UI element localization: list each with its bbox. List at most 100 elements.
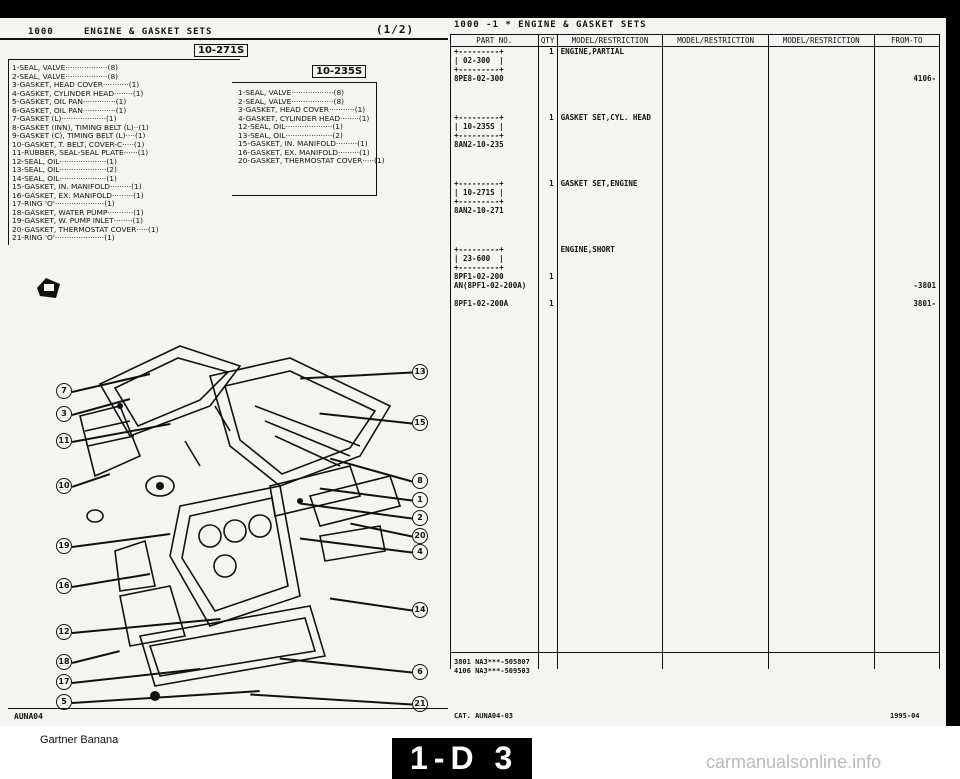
set235-item: 16-GASKET, EX. MANIFOLD·········(1) [238, 147, 370, 157]
callout-6: 6 [412, 664, 428, 680]
callout-15: 15 [412, 415, 428, 431]
callout-21: 21 [412, 696, 428, 712]
callout-8: 8 [412, 473, 428, 489]
set-235s-list: 1-SEAL, VALVE··················(8)2-SEAL… [238, 88, 385, 166]
catalog-page: 1000 ENGINE & GASKET SETS (1/2) 10-271S … [0, 18, 946, 726]
set271-item: 15-GASKET, IN. MANIFOLD·········(1) [12, 182, 142, 191]
set271-item: 10-GASKET, T. BELT, COVER-C·····(1) [12, 139, 145, 149]
left-header-title: ENGINE & GASKET SETS [84, 27, 213, 37]
cell-model-2 [662, 178, 769, 245]
site-watermark: carmanualsonline.info [706, 752, 882, 772]
cell-from-to: -3801 3801- [873, 244, 941, 669]
set235-item: 3-GASKET, HEAD COVER···········(1) [238, 105, 366, 114]
date-code: 1995-04 [890, 712, 920, 720]
table-row: +---------+ | 10-271S | +---------+ 8AN2… [450, 178, 941, 245]
table-row: +---------+ | 02-300 | +---------+ 8PE8-… [450, 46, 941, 113]
callout-13: 13 [412, 364, 428, 380]
set271-item: 6-GASKET, OIL PAN··············(1) [12, 105, 127, 115]
cell-model-2 [662, 46, 769, 113]
table-row: +---------+ | 10-235S | +---------+ 8AN2… [450, 112, 941, 179]
cell-model-3 [767, 112, 875, 179]
callout-11: 11 [56, 433, 72, 449]
set235-item: 12-SEAL, OIL····················(1) [238, 122, 343, 131]
parts-list-panel: 1000 -1 * ENGINE & GASKET SETS PART NO. … [450, 18, 946, 726]
table-bottom-rule [450, 652, 940, 653]
cell-description: ENGINE,SHORT [556, 244, 664, 669]
set271-item: 19-GASKET, W. PUMP INLET········(1) [12, 216, 144, 225]
page-label: 1-D 3 [410, 740, 519, 776]
set271-item: 7-GASKET (L)···················(1) [12, 114, 117, 123]
callout-4: 4 [412, 544, 428, 560]
table-row: +---------+ | 23-600 | +---------+ 8PF1-… [450, 244, 941, 669]
parts-table: PART NO. QTY MODEL/RESTRICTION MODEL/RES… [450, 34, 941, 669]
bottom-rule [8, 708, 448, 709]
callout-17: 17 [56, 674, 72, 690]
engine-icon [37, 278, 60, 298]
callout-5: 5 [56, 694, 72, 710]
set235-item: 4-GASKET, CYLINDER HEAD········(1) [238, 113, 370, 123]
cell-description: GASKET SET,ENGINE [556, 178, 664, 245]
col-part-no: PART NO. [450, 34, 539, 47]
set-235s-box [232, 82, 377, 196]
illustration-panel: 1000 ENGINE & GASKET SETS (1/2) 10-271S … [0, 18, 448, 726]
cell-model-2 [662, 244, 769, 669]
callout-20: 20 [412, 528, 428, 544]
callout-7: 7 [56, 383, 72, 399]
set-271s-list: 1-SEAL, VALVE··················(8)2-SEAL… [12, 63, 159, 243]
set235-item: 1-SEAL, VALVE··················(8) [238, 88, 345, 97]
set271-item: 1-SEAL, VALVE··················(8) [12, 63, 119, 72]
callout-10: 10 [56, 478, 72, 494]
cell-description: ENGINE,PARTIAL [556, 46, 664, 113]
cell-qty: 1 [537, 46, 558, 113]
cell-part-no: +---------+ | 23-600 | +---------+ 8PF1-… [450, 244, 539, 669]
set271-item: 18-GASKET, WATER PUMP···········(1) [12, 207, 144, 217]
callout-1: 1 [412, 492, 428, 508]
doc-code: AUNA04 [14, 712, 43, 721]
cell-from-to: 4106- [873, 46, 941, 113]
set271-item: 2-SEAL, VALVE··················(8) [12, 71, 119, 81]
set271-item: 13-SEAL, OIL····················(2) [12, 165, 117, 174]
note-1: 3801 NA3***-505807 [454, 658, 530, 666]
cell-part-no: +---------+ | 10-235S | +---------+ 8AN2… [450, 112, 539, 179]
set271-item: 17-RING 'O'·····················(1) [12, 199, 115, 208]
parts-table-body: +---------+ | 02-300 | +---------+ 8PE8-… [450, 46, 941, 669]
right-header: 1000 -1 * ENGINE & GASKET SETS [454, 20, 647, 30]
cell-part-no: +---------+ | 10-271S | +---------+ 8AN2… [450, 178, 539, 245]
col-model-1: MODEL/RESTRICTION [556, 34, 664, 47]
cell-model-3 [767, 244, 875, 669]
set271-item: 3-GASKET, HEAD COVER···········(1) [12, 80, 140, 89]
cell-qty: 1 1 [537, 244, 558, 669]
set235-item: 13-SEAL, OIL····················(2) [238, 130, 343, 140]
cell-from-to [873, 112, 941, 179]
callout-16: 16 [56, 578, 72, 594]
note-2: 4106 NA3***-509503 [454, 667, 530, 675]
bracket-left [8, 59, 9, 245]
page-label-box: 1-D 3 [392, 738, 532, 779]
callout-18: 18 [56, 654, 72, 670]
watermark-text: Gartner Banana [40, 734, 119, 746]
set235-item: 20-GASKET, THERMOSTAT COVER·····(1) [238, 156, 385, 165]
cat-code: CAT. AUNA04-03 [454, 712, 514, 720]
set271-item: 11-RUBBER, SEAL-SEAL PLATE······(1) [12, 148, 149, 157]
cell-model-3 [767, 46, 875, 113]
set271-item: 16-GASKET, EX. MANIFOLD·········(1) [12, 190, 144, 200]
cell-qty: 1 [537, 178, 558, 245]
set271-item: 20-GASKET, THERMOSTAT COVER·····(1) [12, 224, 159, 234]
set-label-235s: 10-235S [312, 65, 367, 78]
set235-item: 15-GASKET, IN. MANIFOLD·········(1) [238, 139, 368, 148]
callout-3: 3 [56, 406, 72, 422]
header-rule [0, 38, 448, 40]
cell-qty: 1 [537, 112, 558, 179]
set271-item: 14-SEAL, OIL····················(1) [12, 173, 117, 183]
bracket-top [8, 59, 240, 60]
set235-item: 2-SEAL, VALVE··················(8) [238, 96, 345, 106]
cell-model-3 [767, 178, 875, 245]
set271-item: 5-GASKET, OIL PAN··············(1) [12, 97, 127, 106]
set-label-271s: 10-271S [194, 44, 249, 57]
cell-from-to [873, 178, 941, 245]
engine-exploded-diagram [79, 345, 402, 701]
set271-item: 4-GASKET, CYLINDER HEAD········(1) [12, 88, 144, 98]
set271-item: 12-SEAL, OIL····················(1) [12, 156, 117, 166]
cell-model-2 [662, 112, 769, 179]
col-qty: QTY [537, 34, 558, 47]
